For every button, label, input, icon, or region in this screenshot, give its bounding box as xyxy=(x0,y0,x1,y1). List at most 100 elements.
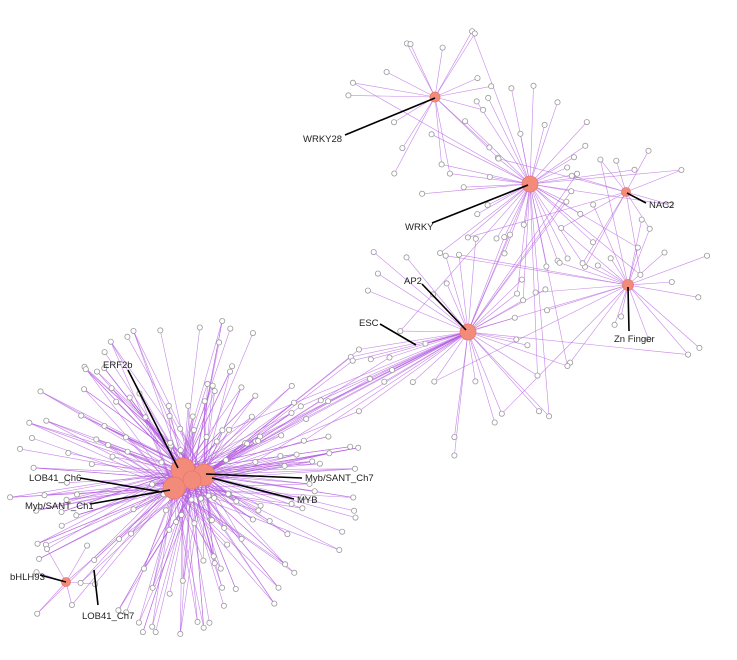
network-edge xyxy=(446,283,469,333)
leaf-node xyxy=(484,202,491,209)
network-edge xyxy=(107,444,175,489)
leaf-node xyxy=(383,69,390,76)
network-edge xyxy=(571,175,627,193)
network-edge xyxy=(476,101,531,185)
leaf-node xyxy=(158,459,165,466)
leaf-node xyxy=(397,328,404,335)
network-edge xyxy=(182,435,282,471)
leaf-node xyxy=(339,528,346,535)
network-edge xyxy=(203,447,359,476)
leaf-node xyxy=(162,507,169,514)
network-edge xyxy=(463,183,531,188)
leaf-node xyxy=(284,531,291,538)
leaf-node xyxy=(704,252,711,259)
leaf-node xyxy=(278,432,285,439)
leaf-node xyxy=(486,144,493,151)
network-edge xyxy=(367,290,469,333)
leaf-node xyxy=(299,505,306,512)
leaf-node xyxy=(177,630,184,637)
leaf-node xyxy=(197,495,204,502)
network-edge xyxy=(467,331,568,367)
network-edge xyxy=(597,265,629,286)
network-edge xyxy=(65,545,88,583)
leaf-node xyxy=(419,190,426,197)
network-edge xyxy=(434,331,469,382)
leaf-node xyxy=(631,166,638,173)
network-edge xyxy=(516,183,531,294)
leaf-node xyxy=(93,436,100,443)
leaf-node xyxy=(122,434,129,441)
network-edge xyxy=(29,422,175,489)
network-edge xyxy=(627,228,650,286)
leaf-node xyxy=(33,507,40,514)
leaf-node xyxy=(252,458,259,465)
network-edge xyxy=(434,77,478,98)
leaf-node xyxy=(558,224,565,231)
leaf-node xyxy=(351,507,358,514)
network-edge xyxy=(182,395,256,471)
network-edge xyxy=(431,134,531,185)
leaf-node xyxy=(491,419,498,426)
leaf-node xyxy=(221,524,228,531)
network-edge xyxy=(458,254,469,333)
network-edge xyxy=(467,236,505,333)
network-edge xyxy=(501,284,629,414)
leaf-node xyxy=(520,221,527,228)
network-edge xyxy=(191,479,221,569)
leaf-node xyxy=(564,255,571,262)
leaf-node xyxy=(225,490,232,497)
network-edge xyxy=(592,204,629,286)
network-edge xyxy=(535,284,629,293)
network-edge xyxy=(400,330,469,333)
network-edge xyxy=(389,331,469,358)
leaf-node xyxy=(443,280,450,287)
leaf-node xyxy=(564,164,571,171)
leaf-node xyxy=(140,565,147,572)
leaf-node xyxy=(78,412,85,419)
network-edge xyxy=(191,332,254,481)
network-edge xyxy=(36,469,184,511)
leaf-node xyxy=(488,83,495,90)
leaf-node xyxy=(390,119,397,126)
leaf-node xyxy=(244,440,251,447)
leaf-node xyxy=(255,437,262,444)
leaf-node xyxy=(157,327,164,334)
leaf-nodes-layer xyxy=(7,28,711,637)
leaf-node xyxy=(166,590,173,597)
network-edge xyxy=(182,469,275,604)
network-edge xyxy=(600,159,627,193)
network-edge xyxy=(412,331,469,383)
network-edge xyxy=(434,96,484,111)
leaf-node xyxy=(108,385,115,392)
network-edge xyxy=(454,331,469,456)
leaf-node xyxy=(30,464,37,471)
network-edge xyxy=(203,455,281,476)
leaf-node xyxy=(409,379,416,386)
network-edge xyxy=(182,469,198,622)
leaf-node xyxy=(105,442,112,449)
callout-bhlh93 xyxy=(39,574,67,583)
leaf-node xyxy=(370,249,377,256)
leaf-node xyxy=(225,426,232,433)
network-edge xyxy=(255,331,469,463)
network-edge xyxy=(173,487,242,540)
network-edge xyxy=(358,331,469,350)
leaf-node xyxy=(437,249,444,256)
network-edge xyxy=(203,474,355,512)
leaf-node xyxy=(568,188,575,195)
label-esc: ESC xyxy=(359,318,379,329)
leaf-node xyxy=(266,518,273,525)
network-edge xyxy=(155,479,193,633)
network-edge xyxy=(173,487,292,505)
hub-node-mybs1 xyxy=(162,476,186,500)
leaf-node xyxy=(645,336,652,343)
leaf-node xyxy=(107,338,114,345)
leaf-node xyxy=(205,492,212,499)
network-edge xyxy=(625,169,682,193)
leaf-node xyxy=(190,426,197,433)
leaf-node xyxy=(571,154,578,161)
network-edge xyxy=(46,420,175,489)
leaf-node xyxy=(667,201,674,208)
network-edge xyxy=(225,331,469,461)
